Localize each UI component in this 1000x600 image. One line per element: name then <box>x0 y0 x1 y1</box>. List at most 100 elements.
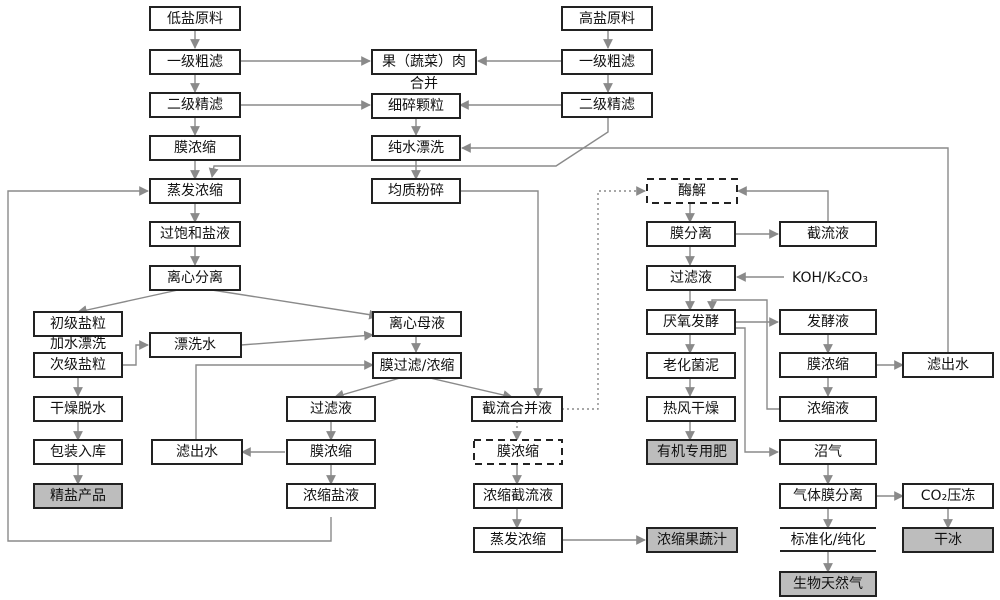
box-low-salt: 低盐原料 <box>149 6 241 31</box>
label-pure-water-rinse: 纯水漂洗 <box>388 140 444 156</box>
label-ferm-liquid: 发酵液 <box>807 314 849 330</box>
label-retentate-merge: 截流合并液 <box>482 401 552 417</box>
label-conc-juice: 浓缩果蔬汁 <box>657 532 727 548</box>
label-refined-salt: 精盐产品 <box>50 488 106 504</box>
label-filtered-water-right: 滤出水 <box>927 357 969 373</box>
box-retentate-merge: 截流合并液 <box>471 396 563 422</box>
box-membrane-conc-dashed: 膜浓缩 <box>473 439 563 465</box>
label-primary-salt: 初级盐粒 <box>50 315 106 332</box>
box-homogenize: 均质粉碎 <box>371 178 461 204</box>
box-dry-dewater: 干燥脱水 <box>33 396 123 422</box>
label-dry-dewater: 干燥脱水 <box>50 401 106 417</box>
box-pure-water-rinse: 纯水漂洗 <box>371 135 461 161</box>
label-fruit-pulp-merge: 合并 <box>410 76 438 92</box>
label-organic-fertilizer: 有机专用肥 <box>657 444 727 460</box>
label-fine-particles: 细碎颗粒 <box>388 98 444 114</box>
label-filtered-water-left: 滤出水 <box>176 444 218 460</box>
arrow-centrifuge-to-mother <box>211 289 379 320</box>
box-membrane-sep: 膜分离 <box>646 221 736 247</box>
box-fine-filter-left: 二级精滤 <box>149 92 241 118</box>
label-conc-liquid: 浓缩液 <box>807 401 849 417</box>
label-anaerobic-ferm: 厌氧发酵 <box>663 314 719 330</box>
box-anaerobic-ferm: 厌氧发酵 <box>646 309 736 335</box>
label-centrifuge-mother: 离心母液 <box>389 315 445 332</box>
label-conc-brine: 浓缩盐液 <box>303 488 359 504</box>
label-co2-freeze: CO₂压冻 <box>921 487 975 504</box>
arrow-fine-right-to-evap <box>208 117 609 178</box>
label-hot-air-dry: 热风干燥 <box>663 401 719 417</box>
box-filtered-water-right: 滤出水 <box>902 352 994 378</box>
box-aging-sludge: 老化菌泥 <box>646 352 736 379</box>
box-secondary-salt: 次级盐粒 <box>33 352 123 378</box>
label-fine-filter-left: 二级精滤 <box>167 97 223 113</box>
label-rinse-water: 漂洗水 <box>174 337 216 353</box>
label-add-water-rinse: 加水漂洗 <box>50 336 106 352</box>
box-refined-salt: 精盐产品 <box>33 483 123 509</box>
box-hot-air-dry: 热风干燥 <box>646 396 736 422</box>
arrow-concliquid-to-anaerobic <box>707 299 780 410</box>
label-conc-retentate: 浓缩截流液 <box>483 488 553 504</box>
box-fruit-pulp: 果（蔬菜）肉 <box>371 49 477 75</box>
box-membrane-conc-mid: 膜浓缩 <box>286 439 376 465</box>
box-co2-freeze: CO₂压冻 <box>902 483 994 509</box>
box-conc-brine: 浓缩盐液 <box>286 483 376 509</box>
label-gas-membrane-sep: 气体膜分离 <box>793 487 863 504</box>
label-koh: KOH/K₂CO₃ <box>792 270 868 286</box>
box-standardize: 标准化/纯化 <box>780 527 876 552</box>
box-enzymolysis: 酶解 <box>646 178 738 204</box>
label-aging-sludge: 老化菌泥 <box>663 358 719 374</box>
box-evaporation-conc: 蒸发浓缩 <box>149 178 241 204</box>
box-gas-membrane-sep: 气体膜分离 <box>779 483 877 509</box>
label-membrane-sep: 膜分离 <box>670 225 712 242</box>
label-enzymolysis: 酶解 <box>678 183 706 199</box>
label-bio-natural-gas: 生物天然气 <box>793 575 863 592</box>
arrow-membrane-to-merge <box>429 377 513 400</box>
box-membrane-conc-top: 膜浓缩 <box>149 135 241 161</box>
arrow-secondary-to-rinse <box>122 340 149 366</box>
label-evaporation-conc: 蒸发浓缩 <box>167 183 223 199</box>
label-filtrate: 过滤液 <box>310 401 352 417</box>
arrow-rinse-to-mother <box>240 330 374 346</box>
label-membrane-conc-right: 膜浓缩 <box>807 357 849 373</box>
box-dry-ice: 干冰 <box>902 527 994 553</box>
box-fine-particles: 细碎颗粒 <box>371 93 461 119</box>
box-organic-fertilizer: 有机专用肥 <box>646 439 738 465</box>
label-dry-ice: 干冰 <box>934 532 962 548</box>
box-filtrate: 过滤液 <box>286 396 376 422</box>
label-coarse-filter-right: 一级粗滤 <box>579 54 635 70</box>
box-centrifuge-mother: 离心母液 <box>372 311 462 337</box>
label-package: 包装入库 <box>50 444 106 460</box>
box-filtered-liquid: 过滤液 <box>646 265 736 291</box>
label-membrane-filter-conc: 膜过滤/浓缩 <box>380 358 455 374</box>
box-supersat-brine: 过饱和盐液 <box>149 221 241 247</box>
label-fruit-pulp: 果（蔬菜）肉 <box>382 54 466 70</box>
box-high-salt: 高盐原料 <box>561 6 653 31</box>
label-membrane-conc-mid: 膜浓缩 <box>310 444 352 460</box>
process-steps: 低盐原料 高盐原料 一级粗滤 一级粗滤 果（蔬菜）肉 合并 二级精滤 二级精滤 … <box>33 6 994 597</box>
label-retentate: 截流液 <box>807 226 849 242</box>
arrow-retentate-to-enzymolysis <box>737 186 829 222</box>
label-filtered-liquid: 过滤液 <box>670 270 712 286</box>
arrow-homogenize-to-merge <box>460 190 543 398</box>
box-conc-juice: 浓缩果蔬汁 <box>646 527 738 553</box>
box-membrane-filter-conc: 膜过滤/浓缩 <box>372 352 462 379</box>
label-secondary-salt: 次级盐粒 <box>50 357 106 373</box>
box-coarse-filter-right: 一级粗滤 <box>561 49 653 75</box>
connectors <box>7 30 953 573</box>
label-centrifuge: 离心分离 <box>167 269 223 286</box>
box-package: 包装入库 <box>33 439 123 465</box>
box-rinse-water: 漂洗水 <box>149 332 242 358</box>
arrow-water-to-membrane <box>195 360 374 440</box>
label-biogas: 沼气 <box>814 444 842 460</box>
box-conc-retentate: 浓缩截流液 <box>473 483 563 509</box>
label-membrane-conc-dashed: 膜浓缩 <box>497 444 539 460</box>
label-homogenize: 均质粉碎 <box>388 183 444 199</box>
box-ferm-liquid: 发酵液 <box>779 309 877 335</box>
label-evap-conc-bottom: 蒸发浓缩 <box>490 532 546 548</box>
box-biogas: 沼气 <box>779 439 877 465</box>
box-filtered-water-left: 滤出水 <box>151 439 243 465</box>
arrow-anaerobic-to-biogas <box>735 327 779 457</box>
label-coarse-filter-left: 一级粗滤 <box>167 54 223 70</box>
box-primary-salt: 初级盐粒 <box>33 311 123 337</box>
